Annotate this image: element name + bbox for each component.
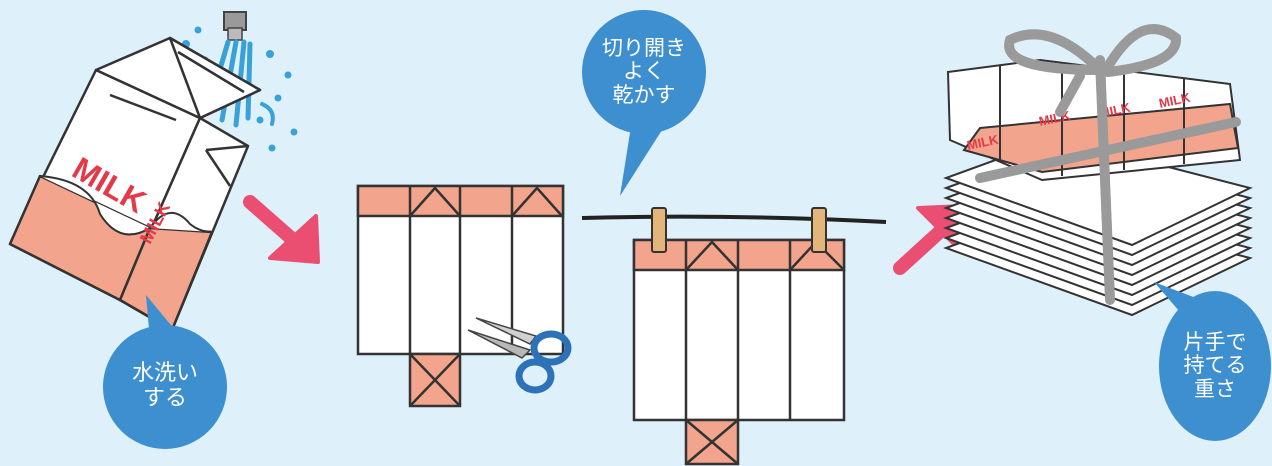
scissors-icon: [467, 317, 572, 394]
bubble-dry-line-1: 切り開き: [602, 35, 686, 60]
bubble-weight-line-2: 持てる: [1183, 353, 1247, 378]
carton-bundle: [943, 58, 1253, 317]
bubble-tail-dry: [620, 120, 662, 196]
hanging-carton: [632, 238, 846, 466]
bundle-brand-text-4: MILK: [1158, 90, 1193, 111]
drying-string: [581, 214, 887, 224]
bubble-wash-line-2: する: [142, 386, 187, 411]
bundle-string: [975, 24, 1241, 305]
speech-bubble-wash: 水洗い する: [103, 325, 227, 449]
bubble-dry-line-3: 乾かす: [612, 82, 676, 107]
bubble-dry-line-2: よく: [623, 59, 665, 84]
opened-carton: [356, 184, 565, 408]
speech-bubble-weight: 片手で 持てる 重さ: [1159, 291, 1271, 441]
clothespin-icon: [651, 207, 827, 253]
faucet-icon: [223, 11, 247, 41]
bubble-weight-line-1: 片手で: [1183, 329, 1247, 354]
speech-bubble-dry: 切り開き よく 乾かす: [582, 10, 706, 134]
bubble-weight-line-3: 重さ: [1194, 376, 1236, 401]
bubble-wash-line-1: 水洗い: [131, 361, 198, 387]
bundle-brand-text-1: MILK: [966, 132, 1001, 153]
arrow-down-right-icon: [243, 195, 320, 264]
